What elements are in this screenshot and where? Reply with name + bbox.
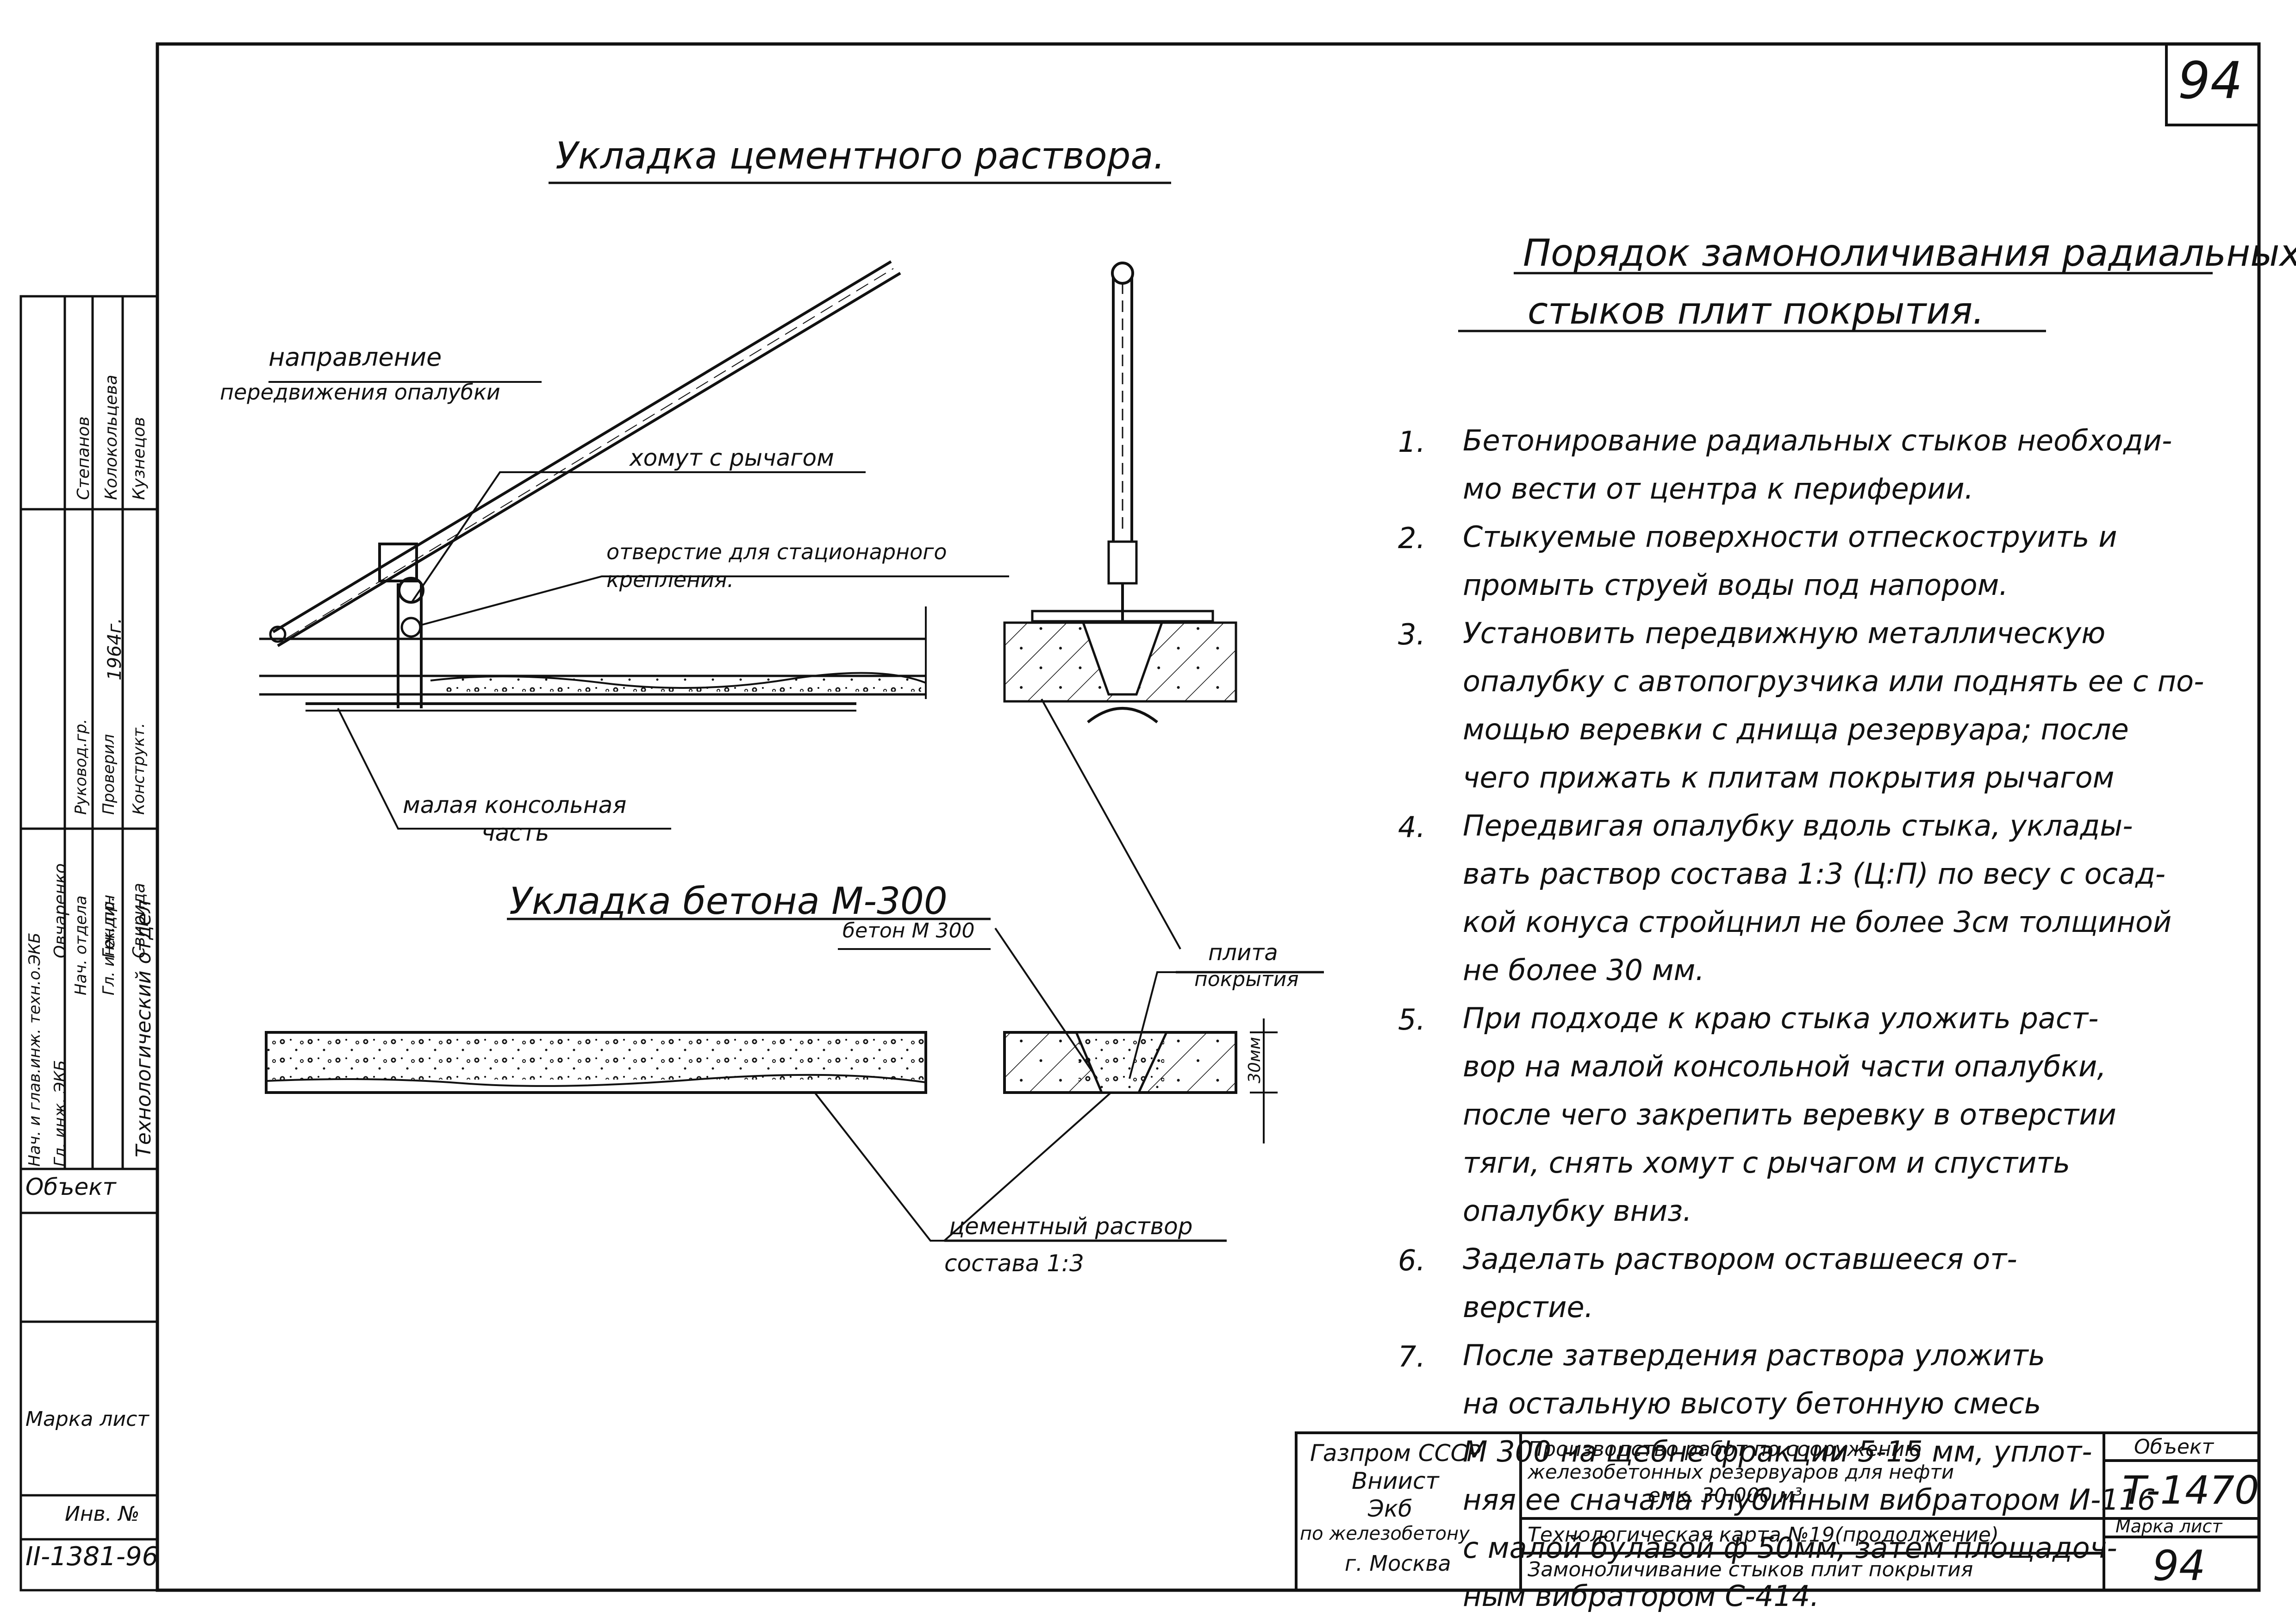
step-number: 4. [1398,810,1426,844]
stamp-org-4: по железобетону [1300,1523,1470,1544]
label-direction-1: направление [268,343,442,372]
stamp-object-label: Объект [2134,1435,2214,1459]
step-line: на остальную высоту бетонную смесь [1463,1387,2041,1420]
step-line: мощью веревки с днища резервуара; после [1463,712,2129,746]
stamp-object-value: Т-1470 [2122,1468,2259,1513]
step-line: ным вибратором С-414. [1463,1579,1819,1613]
label-clamp-lever: хомут с рычагом [630,444,834,471]
stamp-work-2: железобетонных резервуаров для нефти [1528,1461,1954,1483]
formwork-figure [259,260,927,830]
step-line: не более 30 мм. [1463,953,1705,987]
step-line: Заделать раствором оставшееся от- [1463,1242,2017,1276]
stamp-org-2: Вниист [1352,1468,1439,1494]
step-line: вор на малой консольной части опалубки, [1463,1049,2106,1083]
step-line: После затвердения раствора уложить [1463,1338,2046,1372]
vertical-section [1003,262,1237,949]
step-line: верстие. [1463,1290,1594,1324]
concrete-sections [265,927,1324,1242]
step-number: 1. [1398,425,1426,459]
label-concrete-small: бетон М 300 [842,919,975,943]
step-line: тяги, снять хомут с рычагом и спустить [1463,1146,2071,1180]
step-line: после чего закрепить веревку в отверстии [1463,1098,2116,1131]
step-line: опалубку вниз. [1463,1194,1692,1228]
step-line: Бетонирование радиальных стыков необходи… [1463,424,2172,457]
stamp-org-3: Экб [1368,1495,1412,1522]
title-mortar: Укладка цементного раствора. [555,134,1165,177]
side-role: Нач. и глав.инж. техн.о.ЭКБ [25,932,44,1167]
step-number: 3. [1398,618,1426,651]
stamp-org-5: г. Москва [1345,1551,1451,1576]
side-role: Гл. инж. ЭКБ [51,1060,69,1167]
step-line: няя ее сначала глубинным вибратором И-11… [1463,1483,2156,1517]
label-console-1: малая консольная [403,792,627,818]
stamp-work-3: емк. 30.000 м³ [1648,1484,1803,1507]
side-role: Проверил [100,734,118,815]
title-block [1295,1431,2260,1592]
label-hole-2: крепления. [606,567,734,592]
side-year: 1964г. [104,618,125,681]
stamp-sheet-label: Марка лист [2115,1516,2222,1537]
side-sheet-mark: Марка лист [25,1407,149,1431]
step-line: М 300 на щебне фракции 5-15 мм, уплот- [1463,1435,2092,1468]
side-name: Степанов [74,416,93,500]
step-line: мо вести от центра к периферии. [1463,472,1974,506]
side-doc-number: II-1381-96 [25,1542,159,1572]
side-object-label: Объект [25,1174,116,1200]
procedure-title-1: Порядок замоноличивания радиальных [1523,231,2296,275]
stamp-subject: Замоноличивание стыков плит покрытия [1528,1558,1973,1581]
label-hole-1: отверстие для стационарного [606,539,947,564]
stamp-org-1: Газпром СССР [1310,1440,1481,1467]
step-number: 7. [1398,1340,1426,1374]
side-role: Нач. отдела [72,895,90,995]
step-line: Стыкуемые поверхности отпескоструить и [1463,520,2117,554]
step-line: опалубку с автопогрузчика или поднять ее… [1463,664,2204,698]
step-number: 2. [1398,521,1426,555]
procedure-title-2: стыков плит покрытия. [1528,289,1984,332]
step-line: промыть струей воды под напором. [1463,568,2009,602]
label-mortar-2: состава 1:3 [944,1250,1084,1277]
step-line: вать раствор состава 1:3 (Ц:П) по весу с… [1463,857,2166,891]
label-slab-2: покрытия [1194,968,1299,991]
step-line: с малой булавой ф 50мм, затем площадоч- [1463,1531,2117,1565]
side-role: Руковод.гр. [72,718,90,815]
side-role: Конструкт. [130,723,148,815]
stamp-tech-card: Технологическая карта №19(продолжение) [1528,1523,1999,1547]
label-mortar-1: цементный раствор [949,1213,1193,1240]
label-console-2: часть [481,819,549,846]
label-dim-30: 30мм [1245,1037,1264,1083]
step-number: 5. [1398,1003,1426,1037]
step-line: При подходе к краю стыка уложить раст- [1463,1001,2099,1035]
stamp-work-1: Производство работ по сооружению [1528,1437,1922,1461]
title-concrete: Укладка бетона М-300 [509,880,948,923]
label-slab-1: плита [1208,940,1278,966]
step-line: Установить передвижную металлическую [1463,616,2106,650]
stamp-sheet-value: 94 [2152,1542,2206,1590]
sheet-number: 94 [2178,51,2243,110]
sheet-number-box [2165,43,2260,126]
step-number: 6. [1398,1243,1426,1277]
label-direction-2: передвижения опалубки [220,380,500,405]
side-inv-label: Инв. № [65,1502,140,1526]
step-line: чего прижать к плитам покрытия рычагом [1463,761,2115,794]
step-line: кой конуса стройцнил не более 3см толщин… [1463,905,2172,939]
side-name: Гендин [100,894,119,958]
side-name: Колокольцева [102,375,121,500]
side-stamp [19,295,159,1592]
step-line: Передвигая опалубку вдоль стыка, уклады- [1463,809,2133,843]
side-name: Овчаренко [51,863,70,958]
side-name: Кузнецов [130,417,149,500]
side-dept: Технологический отдел [132,900,156,1157]
